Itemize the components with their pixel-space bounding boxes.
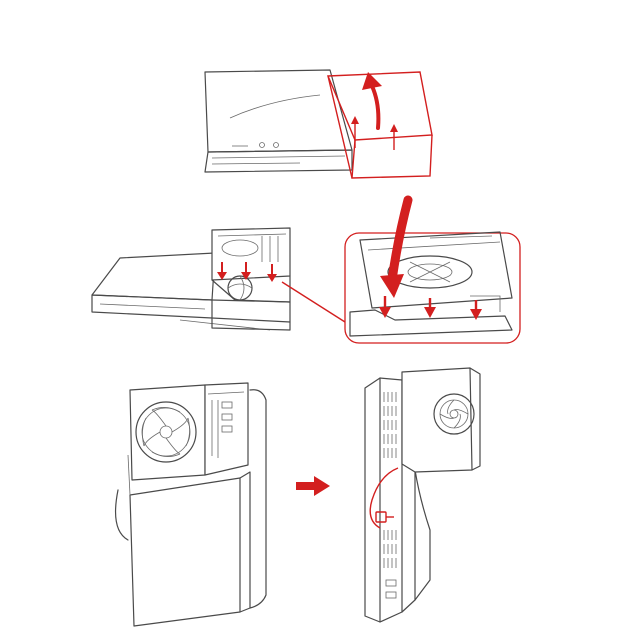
fan-bracket	[211, 227, 291, 303]
curved-arrow-up-icon	[362, 72, 382, 130]
fan-icon	[135, 401, 197, 463]
fan-icon	[433, 393, 475, 435]
fan-icon	[227, 275, 253, 301]
fan-module	[129, 382, 249, 481]
magnifier-callout	[344, 195, 521, 344]
arrow-down-icon	[217, 262, 277, 282]
removed-cover-panel	[326, 71, 433, 179]
arrow-down-icon	[379, 296, 482, 320]
magnifier-callout-line	[281, 281, 346, 323]
step3-fan-attached-right	[364, 367, 481, 623]
step3-fan-attached-left	[115, 382, 267, 627]
step2-fan-bracket-insert	[91, 227, 346, 331]
vent-grille	[383, 392, 397, 568]
curved-arrow-down-icon	[380, 195, 413, 298]
arrow-right-icon	[296, 476, 330, 496]
console-icon	[204, 69, 353, 173]
cable-icon	[369, 467, 399, 529]
arrow-up-icon	[351, 116, 398, 150]
console-icon	[115, 389, 267, 627]
step1-console-cover-removal	[204, 69, 433, 179]
